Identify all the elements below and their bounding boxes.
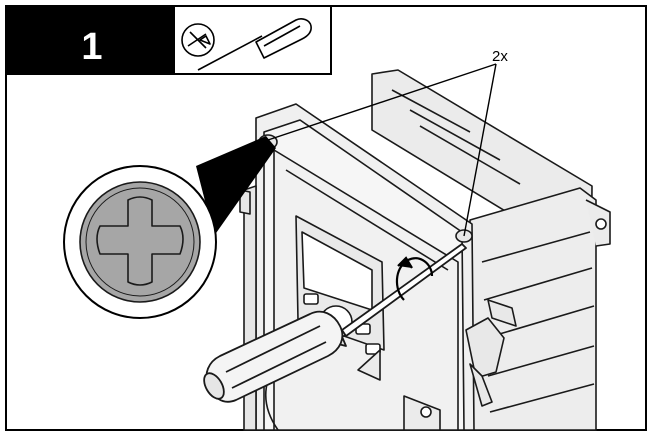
step-number-box xyxy=(6,6,174,74)
phillips-screwdriver-icon xyxy=(181,18,312,71)
screwdriver-illustration xyxy=(203,243,467,403)
phillips-screw-head-icon xyxy=(96,196,184,286)
quantity-callout: 2x xyxy=(492,48,508,65)
callout-leader-lines xyxy=(267,63,497,237)
magnifier-pointer xyxy=(196,136,276,236)
rotation-arrow-icon xyxy=(395,256,434,301)
detail-magnifier xyxy=(63,136,276,319)
step-number: 1 xyxy=(81,26,103,68)
